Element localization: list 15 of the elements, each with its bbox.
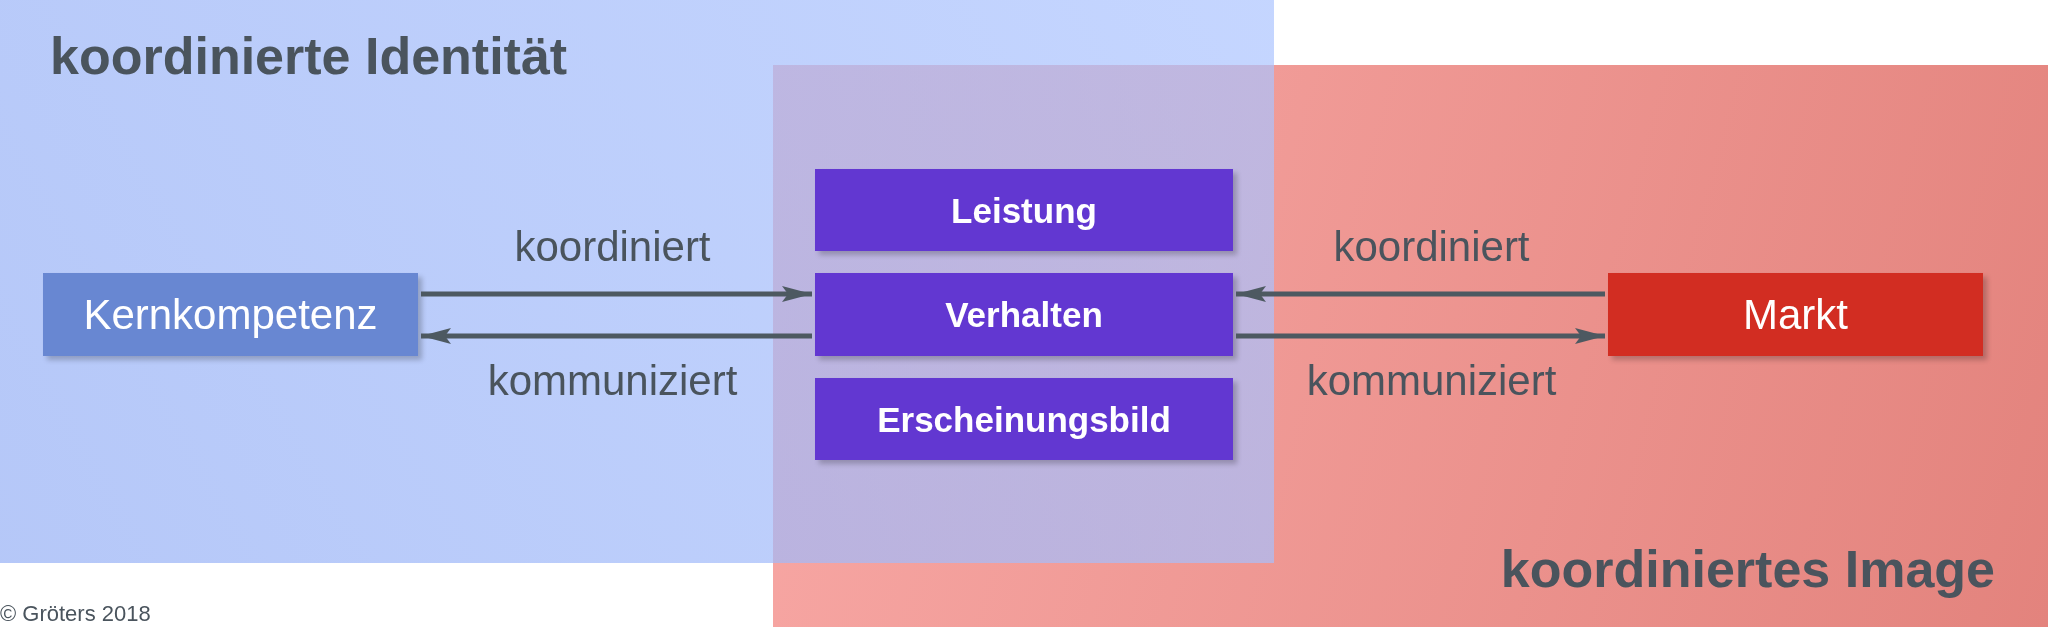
copyright-note: © Gröters 2018: [0, 603, 151, 625]
edge-label: kommuniziert: [1306, 360, 1557, 402]
arrow: [1236, 328, 1605, 344]
component-box: Verhalten: [815, 273, 1233, 356]
arrow: [1236, 286, 1605, 302]
component-box: Erscheinungsbild: [815, 378, 1233, 460]
concept-box: Kernkompetenz: [43, 273, 418, 356]
arrow: [421, 328, 812, 344]
component-box: Leistung: [815, 169, 1233, 251]
edge-label: koordiniert: [1333, 226, 1530, 268]
region-title: koordinierte Identität: [50, 30, 568, 82]
edge-label: koordiniert: [514, 226, 711, 268]
concept-box: Markt: [1608, 273, 1983, 356]
edge-label: kommuniziert: [487, 360, 738, 402]
arrow: [421, 286, 812, 302]
